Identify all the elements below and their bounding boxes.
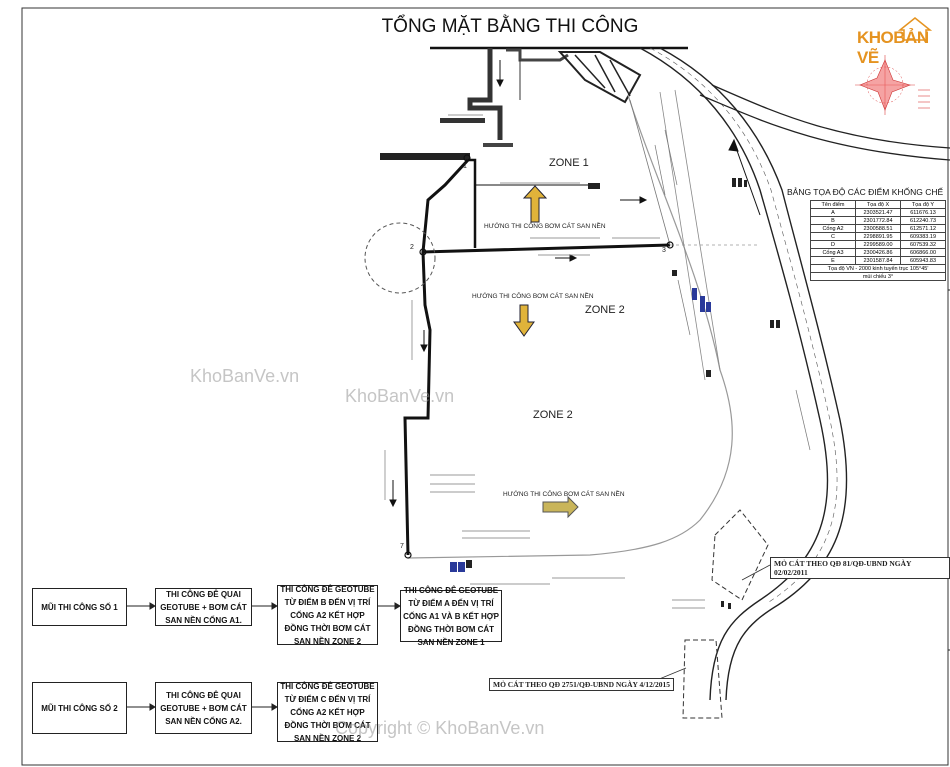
wind-rose [855, 55, 930, 115]
coord-header: Tên điểm [810, 200, 856, 209]
table-cell: E [810, 256, 856, 265]
small-arrows [389, 60, 761, 508]
outer-road [639, 47, 829, 701]
team-box-1: MŨI THI CÔNG SỐ 1 [32, 588, 127, 626]
table-cell: 612240.73 [900, 216, 946, 225]
table-cell: 2300588.51 [855, 224, 901, 233]
mine-label-upper: MỎ CÁT THEO QĐ 81/QĐ-UBND NGÀY 02/02/201… [770, 557, 950, 579]
zone-boundary-vertical [468, 158, 477, 248]
logo-text-a: KHO [857, 28, 894, 47]
coord-table-title: BẢNG TỌA ĐỘ CÁC ĐIỂM KHỐNG CHẾ [787, 187, 944, 197]
step-box-2-2: THI CÔNG ĐÊ GEOTUBE TỪ ĐIỂM C ĐẾN VỊ TRÍ… [277, 682, 378, 743]
table-cell: 2299589.00 [855, 240, 901, 249]
table-cell: Cống A2 [810, 224, 856, 233]
mine-label-lower: MỎ CÁT THEO QĐ 2751/QĐ-UBND NGÀY 4/12/20… [489, 678, 674, 691]
step-box-1-3: THI CÔNG ĐÊ GEOTUBE TỪ ĐIỂM A ĐẾN VỊ TRÍ… [400, 586, 502, 647]
zone2-lower-label: ZONE 2 [533, 409, 573, 421]
step-box-1-1: THI CÔNG ĐÊ QUAI GEOTUBE + BƠM CÁT SAN N… [155, 588, 252, 626]
coord-header: Tọa độ Y [900, 200, 946, 209]
zone1-label: ZONE 1 [549, 157, 589, 169]
coord-header: Tọa độ X [855, 200, 901, 209]
inner-road-line-2 [674, 89, 721, 371]
table-cell: 2303521.47 [855, 208, 901, 217]
table-cell: 2298891.95 [855, 232, 901, 241]
direction-arrow-zone2-upper [513, 304, 535, 337]
direction-label-zone1: HƯỚNG THI CÔNG BƠM CÁT SAN NỀN [484, 223, 606, 230]
building-blocks [519, 51, 642, 104]
annotation-strokes [384, 114, 811, 609]
table-cell: 606866.00 [900, 248, 946, 257]
watermark-side: KhoBanVe.vn [190, 366, 300, 386]
workflow-connectors [127, 602, 401, 711]
table-cell: A [810, 208, 856, 217]
outer-road-edge [659, 47, 848, 701]
existing-wall [467, 48, 503, 140]
table-note-row: Tọa độ VN - 2000 kinh tuyến trục 105°45' [810, 264, 946, 273]
point-label-1: 1 [463, 163, 467, 170]
sand-mine-upper [711, 509, 769, 601]
watermark-center: KhoBanVe.vn [345, 386, 455, 406]
table-cell: 609383.19 [900, 232, 946, 241]
direction-arrow-zone2-lower [542, 495, 579, 519]
mine-leader-upper [741, 564, 771, 581]
direction-label-zone2-upper: HƯỚNG THI CÔNG BƠM CÁT SAN NỀN [472, 293, 594, 300]
table-cell: 611676.13 [900, 208, 946, 217]
page-title: TỔNG MẶT BẰNG THI CÔNG [381, 16, 639, 37]
geotube-line-left [403, 251, 432, 556]
table-cell: D [810, 240, 856, 249]
bridge-structure [380, 153, 470, 160]
direction-label-zone2-lower: HƯỚNG THI CÔNG BƠM CÁT SAN NỀN [503, 491, 625, 498]
table-cell: 607539.32 [900, 240, 946, 249]
drawing-frame [21, 7, 949, 766]
road-spur-edge [711, 84, 950, 149]
outer-road-centerline [649, 47, 838, 603]
control-points [404, 154, 674, 559]
road-spur [699, 94, 950, 161]
zone1-marker [588, 183, 600, 189]
table-cell: B [810, 216, 856, 225]
equipment-markers [450, 178, 780, 609]
table-cell: 612571.12 [900, 224, 946, 233]
sand-mine-lower [682, 639, 723, 719]
coord-table-note: Tọa độ VN - 2000 kinh tuyến trục 105°45' [810, 264, 946, 273]
small-structure [440, 118, 485, 123]
table-cell: C [810, 232, 856, 241]
pump-radius-circle [364, 222, 436, 294]
table-cell: 2300426.86 [855, 248, 901, 257]
table-note-row: múi chiếu 3° [810, 272, 946, 281]
direction-arrow-zone1 [522, 185, 548, 223]
access-road [629, 99, 671, 246]
point-label-3: 3 [662, 247, 666, 254]
table-cell: 2301772.84 [855, 216, 901, 225]
table-cell: 605943.83 [900, 256, 946, 265]
point-label-7: 7 [400, 543, 404, 550]
table-cell: Cống A3 [810, 248, 856, 257]
watermark-copyright: Copyright © KhoBanVe.vn [335, 718, 545, 738]
geotube-line-upper [421, 158, 671, 254]
point-label-2: 2 [410, 244, 414, 251]
step-box-1-2: THI CÔNG ĐÊ GEOTUBE TỪ ĐIỂM B ĐẾN VỊ TRÍ… [277, 585, 378, 646]
logo: KHOBẢN VẼ [857, 28, 950, 68]
table-cell: 2301587.84 [855, 256, 901, 265]
step-box-2-1: THI CÔNG ĐÊ QUAI GEOTUBE + BƠM CÁT SAN N… [155, 682, 252, 734]
zone2-upper-label: ZONE 2 [585, 304, 625, 316]
coord-table-header: Tên điểm Tọa độ X Tọa độ Y [810, 200, 946, 209]
coord-table-note-2: múi chiếu 3° [810, 272, 946, 281]
site-outline [407, 94, 733, 559]
small-structure-2 [483, 143, 513, 147]
team-box-2: MŨI THI CÔNG SỐ 2 [32, 682, 127, 734]
